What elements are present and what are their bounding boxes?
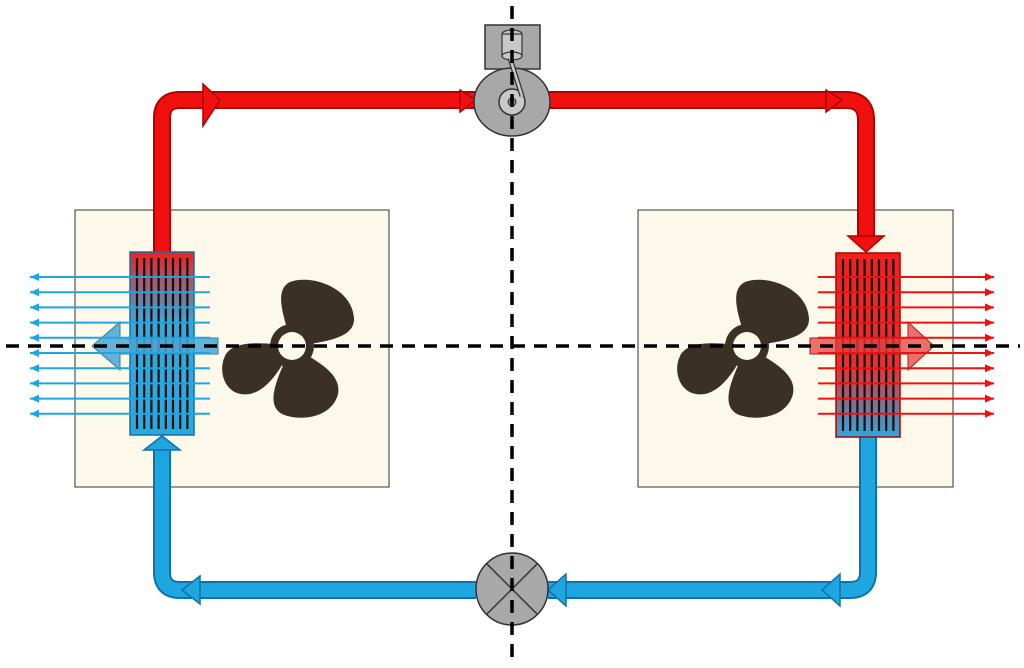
air-flow-arrow-icon: [30, 364, 210, 373]
guide-lines: [6, 6, 1020, 662]
flow-arrow-icon: [459, 88, 478, 114]
flow-arrow-icon: [202, 82, 221, 129]
flow-arrow-icon: [141, 435, 183, 451]
fan-icon: [677, 279, 810, 418]
air-flow-arrow-icon: [818, 364, 994, 373]
hot-air-flow: [818, 273, 994, 418]
flow-arrow-icon: [180, 574, 201, 606]
air-flow-arrow-icon: [30, 349, 210, 357]
air-flow-arrow-icon: [818, 394, 994, 403]
cold-air-flow: [30, 273, 210, 418]
air-flow-arrow-icon: [818, 318, 994, 327]
air-flow-arrow-icon: [30, 273, 210, 281]
flow-arrows: [141, 82, 886, 608]
air-flow-arrow-icon: [818, 273, 994, 281]
air-flow-arrow-icon: [30, 409, 210, 418]
air-flow-arrow-icon: [818, 409, 994, 418]
air-flow-arrow-icon: [30, 288, 210, 297]
air-flow-arrow-icon: [30, 303, 210, 312]
air-flow-arrow-icon: [30, 318, 210, 327]
air-flow-arrow-icon: [818, 303, 994, 312]
air-flow-arrow-icon: [818, 288, 994, 297]
air-flow-arrow-icon: [30, 394, 210, 403]
flow-arrow-icon: [820, 572, 841, 608]
cold-pipe-bottom: [153, 436, 877, 599]
air-flow-arrow-icon: [818, 379, 994, 388]
air-flow-arrow-icon: [818, 349, 994, 357]
hot-pipe-top: [153, 91, 875, 252]
air-flow-arrow-icon: [30, 379, 210, 388]
air-flow-arrow-icon: [30, 333, 210, 342]
flow-arrow-icon: [825, 88, 844, 114]
air-flow-arrow-icon: [818, 333, 994, 342]
flow-arrow-icon: [546, 572, 567, 608]
flow-arrow-icon: [846, 235, 886, 254]
